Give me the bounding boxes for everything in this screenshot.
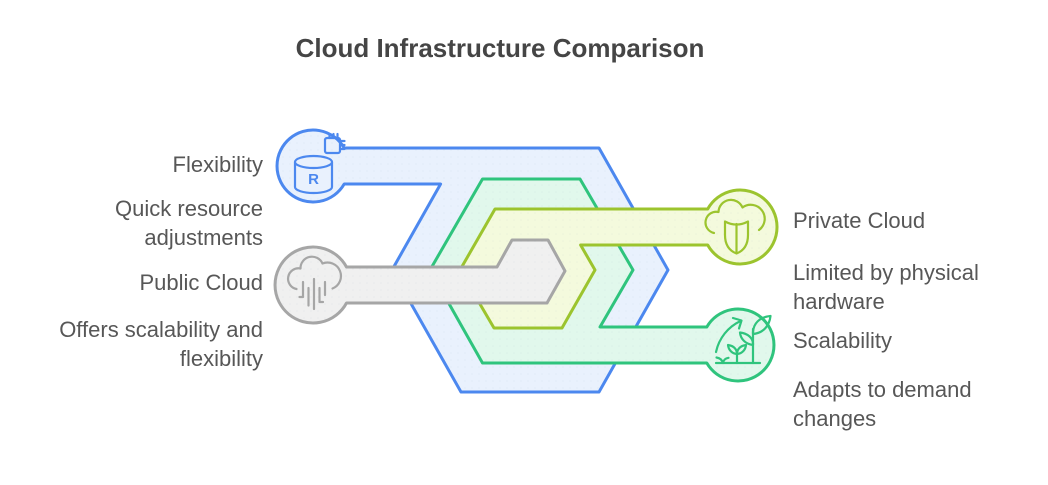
hexagon-private-cloud [458,188,779,330]
database-gear-icon: R [293,132,346,195]
cloud-shield-icon [704,198,766,255]
growth-plant-icon [714,314,772,365]
node-heading-private-cloud: Private Cloud [793,208,926,233]
node-heading-scalability: Scalability [793,328,893,353]
node-description-flexibility: Quick resource adjustments [115,196,263,250]
node-heading-public-cloud: Public Cloud [139,270,263,295]
page-title: Cloud Infrastructure Comparison [295,33,705,63]
hexagon-flexibility: R [275,128,670,394]
node-description-private-cloud: Limited by physical hardware [793,260,979,314]
node-description-scalability: Adapts to demand changes [793,377,972,431]
database-letter: R [308,171,319,188]
hexagon-scalability [428,177,776,383]
node-description-public-cloud: Offers scalability and flexibility [59,317,263,371]
node-heading-flexibility: Flexibility [172,152,263,177]
hexagon-public-cloud [273,238,567,325]
cloud-circuit-icon [286,255,343,311]
